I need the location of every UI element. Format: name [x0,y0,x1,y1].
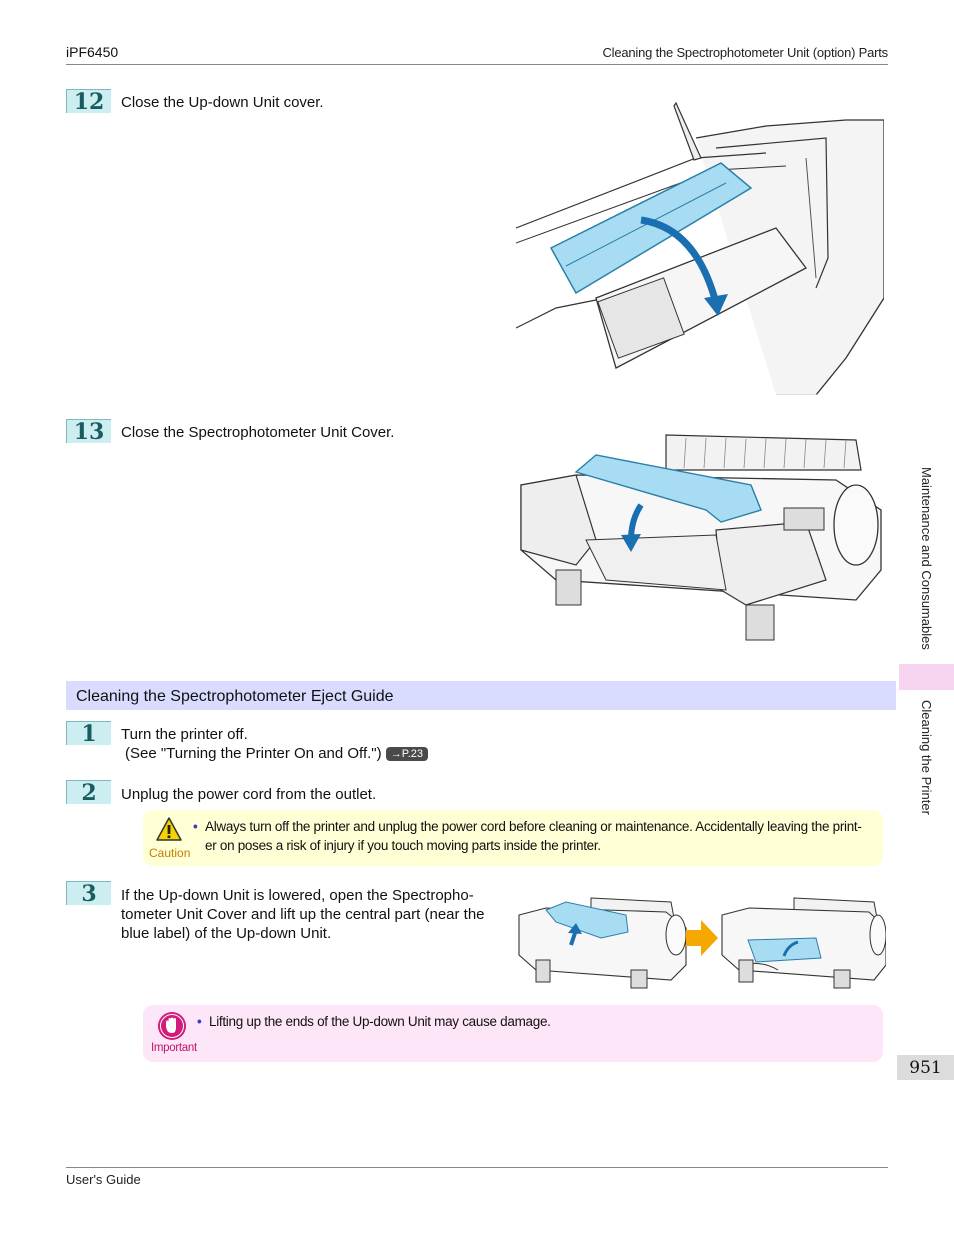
important-box [143,1005,883,1062]
stop-hand-icon [158,1012,186,1040]
step-12-text: Close the Up-down Unit cover. [121,94,324,111]
step-badge-2: 2 [66,780,111,806]
page-number: 951 [897,1055,954,1080]
step-13-text: Close the Spectrophotometer Unit Cover. [121,424,395,441]
header-section: Cleaning the Spectrophotometer Unit (opt… [602,45,888,60]
step-3-line-3: blue label) of the Up-down Unit. [121,925,332,942]
illustration-lift-updown-unit [516,890,886,990]
side-subsection-label: Cleaning the Printer [919,700,934,815]
step-3-line-2: tometer Unit Cover and lift up the centr… [121,906,485,923]
step-1-text: Turn the printer off. [121,726,248,743]
step-1-subtext: (See "Turning the Printer On and Off.") [125,745,382,762]
step-badge-3: 3 [66,881,111,907]
warning-triangle-icon [156,817,182,841]
important-label: Important [151,1042,197,1054]
caution-bullet: • [193,819,198,834]
side-chapter-label: Maintenance and Consumables [919,467,934,650]
header-divider [66,64,888,65]
step-1-reference: (See "Turning the Printer On and Off.") … [125,744,428,763]
caution-label: Caution [149,846,191,860]
header-model: iPF6450 [66,44,119,60]
illustration-updown-cover [516,98,884,395]
caution-line-2: er on poses a risk of injury if you touc… [205,838,601,853]
important-bullet: • [197,1014,202,1029]
page-reference-link[interactable]: →P.23 [385,747,428,762]
step-badge-12: 12 [66,89,111,115]
section-title: Cleaning the Spectrophotometer Eject Gui… [76,688,394,705]
footer-text: User's Guide [66,1172,141,1187]
section-bar [66,681,896,710]
footer-divider [66,1167,888,1168]
important-text: Lifting up the ends of the Up-down Unit … [209,1014,551,1029]
caution-line-1: Always turn off the printer and unplug t… [205,819,862,834]
step-2-text: Unplug the power cord from the outlet. [121,786,377,803]
caution-box [143,810,883,866]
illustration-spectro-cover [516,430,884,645]
step-3-line-1: If the Up-down Unit is lowered, open the… [121,887,474,904]
step-badge-13: 13 [66,419,111,445]
side-tab-marker [899,664,954,690]
step-badge-1: 1 [66,721,111,747]
